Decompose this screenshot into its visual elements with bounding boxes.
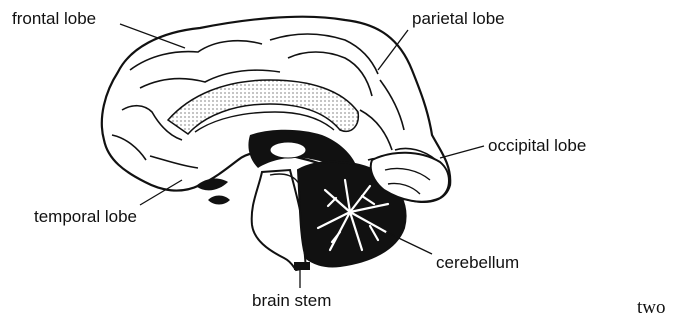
label-brain-stem: brain stem xyxy=(252,291,331,310)
label-temporal-lobe: temporal lobe xyxy=(34,207,137,226)
page-number: two xyxy=(637,297,666,318)
label-cerebellum: cerebellum xyxy=(436,253,519,272)
label-parietal-lobe: parietal lobe xyxy=(412,9,505,28)
label-frontal-lobe: frontal lobe xyxy=(12,9,96,28)
label-occipital-lobe: occipital lobe xyxy=(488,136,586,155)
